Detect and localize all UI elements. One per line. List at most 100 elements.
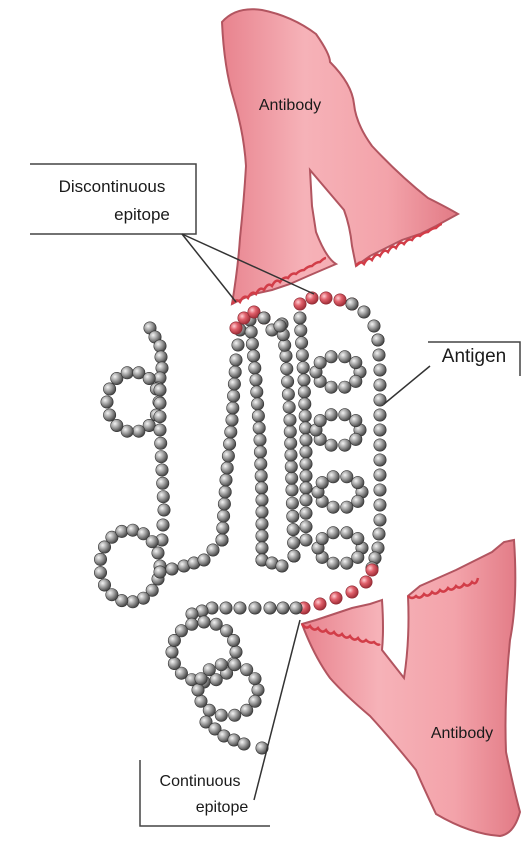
antigen-bead xyxy=(255,482,267,494)
antigen-bead xyxy=(374,499,386,511)
antigen-bead xyxy=(325,409,337,421)
antigen-bead xyxy=(227,402,239,414)
epitope-bead xyxy=(360,576,372,588)
antigen-bead xyxy=(374,379,386,391)
antigen-bead xyxy=(121,367,133,379)
continuous-pointer xyxy=(254,620,300,800)
antigen-bead xyxy=(352,532,364,544)
antigen-bead xyxy=(250,374,262,386)
antigen-bead xyxy=(220,602,232,614)
antigen-bead xyxy=(294,312,306,324)
antigen-bead xyxy=(300,534,312,546)
antigen-bead xyxy=(158,504,170,516)
antigen-bead xyxy=(325,439,337,451)
antigen-bead xyxy=(225,426,237,438)
antibody-bottom xyxy=(302,540,520,836)
antigen-bead xyxy=(339,409,351,421)
epitope-bead xyxy=(314,598,326,610)
antigen-bead xyxy=(223,438,235,450)
antigen-bead xyxy=(219,486,231,498)
antigen-bead xyxy=(274,320,286,332)
antigen-bead xyxy=(253,422,265,434)
antigen-bead xyxy=(374,469,386,481)
antigen-bead xyxy=(215,709,227,721)
antigen-bead xyxy=(341,527,353,539)
antigen-bead xyxy=(222,450,234,462)
antigen-bead xyxy=(277,602,289,614)
antigen-bead xyxy=(198,554,210,566)
antigen-bead xyxy=(325,351,337,363)
antigen-bead xyxy=(157,519,169,531)
antigen-bead xyxy=(203,664,215,676)
antigen-bead xyxy=(339,439,351,451)
antigen-bead xyxy=(215,659,227,671)
antigen-bead xyxy=(300,521,312,533)
antigen-bead xyxy=(368,320,380,332)
discontinuous-pointer-1 xyxy=(182,234,236,302)
antigen-bead xyxy=(221,462,233,474)
antigen-bead xyxy=(258,312,270,324)
antigen-bead xyxy=(152,547,164,559)
antigen-bead xyxy=(374,409,386,421)
antigen-bead xyxy=(155,451,167,463)
antigen-bead xyxy=(154,384,166,396)
discontinuous-label-box xyxy=(30,164,196,234)
antigen-bead xyxy=(282,388,294,400)
antigen-bead xyxy=(287,510,299,522)
antigen-bead xyxy=(103,409,115,421)
antigen-bead xyxy=(247,350,259,362)
antigen-bead xyxy=(339,381,351,393)
antigen-bead xyxy=(373,528,385,540)
antigen-bead xyxy=(198,616,210,628)
antigen-bead xyxy=(300,434,312,446)
continuous-label-line2: epitope xyxy=(196,799,249,816)
antigen-bead xyxy=(227,390,239,402)
antigen-bead xyxy=(246,338,258,350)
antigen-bead xyxy=(276,560,288,572)
antigen-bead xyxy=(350,433,362,445)
antigen-bead xyxy=(94,566,106,578)
epitope-bead xyxy=(366,564,378,576)
antigen-bead xyxy=(281,375,293,387)
antigen-bead xyxy=(154,424,166,436)
discontinuous-label-line2: epitope xyxy=(114,205,170,224)
antigen-bead xyxy=(325,381,337,393)
antigen-bead xyxy=(374,424,386,436)
antigen-bead xyxy=(255,470,267,482)
antigen-bead xyxy=(252,684,264,696)
epitope-bead xyxy=(330,592,342,604)
antigen-bead xyxy=(254,434,266,446)
antigen-bead xyxy=(216,534,228,546)
antigen-bead xyxy=(350,414,362,426)
antigen-bead xyxy=(238,738,250,750)
antibody-top xyxy=(222,9,458,304)
antibody-top-label: Antibody xyxy=(259,97,321,114)
antigen-bead xyxy=(285,437,297,449)
antigen-bead xyxy=(341,557,353,569)
antigen-bead xyxy=(374,364,386,376)
antigen-bead xyxy=(232,339,244,351)
antigen-bead xyxy=(256,494,268,506)
epitope-bead xyxy=(230,322,242,334)
antigen-bead xyxy=(296,349,308,361)
antigen-bead xyxy=(286,472,298,484)
antigen-bead xyxy=(281,363,293,375)
antigen-bead xyxy=(256,542,268,554)
antigen-bead xyxy=(295,337,307,349)
antigen-bead xyxy=(168,657,180,669)
continuous-epitope-callout: Continuous epitope xyxy=(140,620,300,826)
antigen-bead xyxy=(350,375,362,387)
antigen-bead xyxy=(166,646,178,658)
antigen-bead xyxy=(186,618,198,630)
antigen-bead xyxy=(207,544,219,556)
antigen-bead xyxy=(228,378,240,390)
antigen-bead xyxy=(264,602,276,614)
antigen-bead xyxy=(192,684,204,696)
antigen-bead xyxy=(156,464,168,476)
antigen-bead xyxy=(358,306,370,318)
continuous-label-box xyxy=(140,760,270,826)
antigen-bead xyxy=(154,566,166,578)
antigen-bead xyxy=(155,437,167,449)
antigen-bead xyxy=(352,476,364,488)
